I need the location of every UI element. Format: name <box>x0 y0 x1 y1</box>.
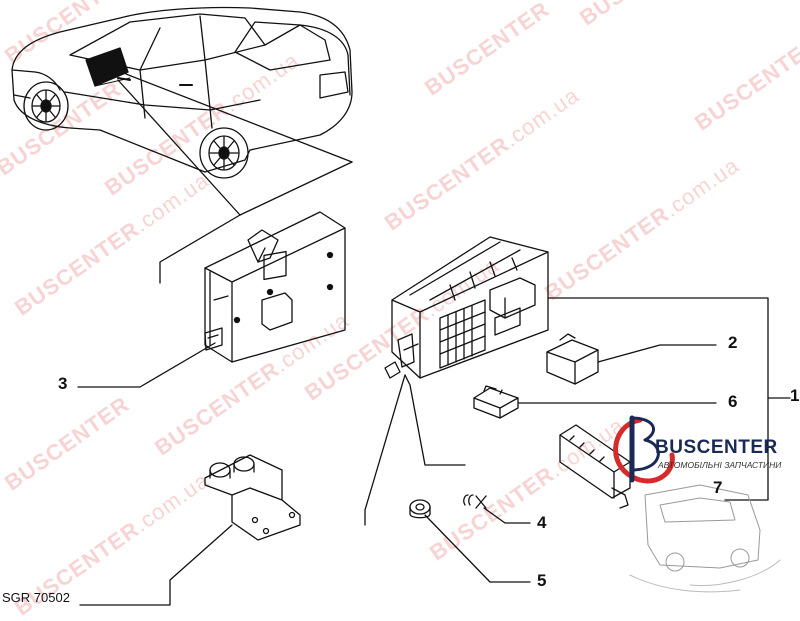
relay <box>546 333 599 385</box>
mounting-bracket <box>204 454 301 541</box>
body-computer-module <box>204 211 346 363</box>
car-illustration <box>11 6 353 179</box>
leader-2 <box>597 344 717 363</box>
callout-3: 3 <box>58 374 68 393</box>
leader-4 <box>483 507 531 524</box>
pointer-lines <box>364 297 791 526</box>
callout-2: 2 <box>728 333 738 352</box>
callout-6: 6 <box>728 392 738 411</box>
leader-bracket <box>79 524 233 606</box>
pointer-lines <box>117 73 353 284</box>
grommet <box>409 499 431 519</box>
leader-3 <box>77 342 216 388</box>
fuse-strip <box>559 424 631 509</box>
logo-name: BUSCENTER <box>655 437 778 458</box>
callout-4: 4 <box>537 513 547 532</box>
buscenter-logo <box>613 415 675 484</box>
callout-7: 7 <box>713 478 723 497</box>
parts-diagram <box>11 6 791 606</box>
callout-5: 5 <box>537 571 547 590</box>
fuse-box <box>384 236 549 379</box>
clip <box>463 494 487 509</box>
drawing-reference: SGR 70502 <box>2 590 70 605</box>
van-illustration <box>629 484 781 593</box>
logo-tagline: АВТОМОБІЛЬНІ ЗАПЧАСТИНИ <box>658 460 782 470</box>
callout-1: 1 <box>790 386 800 405</box>
leader-5 <box>424 514 531 583</box>
blade-fuse <box>473 385 519 419</box>
